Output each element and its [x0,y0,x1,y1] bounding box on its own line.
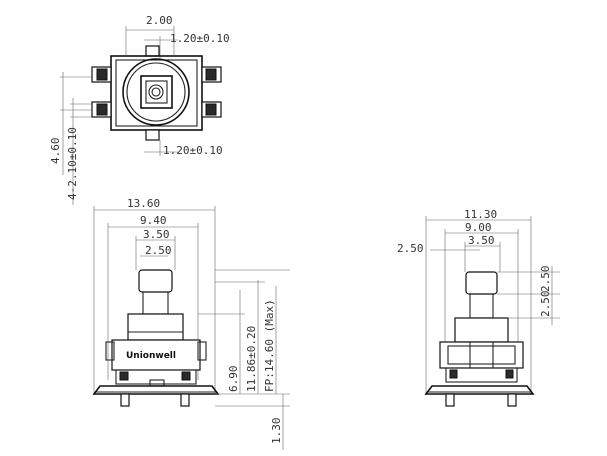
brand-label: Unionwell [126,351,176,361]
side-pin-right [507,393,517,407]
side-stem-shaft [469,293,494,319]
front-dim-1-30: 1.30 [270,418,283,445]
front-dim-13-60: 13.60 [127,197,160,210]
front-dim-2-50: 2.50 [145,244,172,257]
top-pin-lower [145,129,160,141]
side-dim-2-50-left: 2.50 [397,242,424,255]
front-dim-11-86: 11.86±0.20 [245,326,258,392]
side-pin-left [445,393,455,407]
front-dim-3-50: 3.50 [143,228,170,241]
front-view: 13.60 9.40 3.50 2.50 Unionwell [92,197,290,450]
side-dim-11-30: 11.30 [464,208,497,221]
front-stem-cap [138,269,173,293]
front-body-main [111,339,201,371]
top-dim-4-60: 4.60 [49,138,62,165]
side-dim-2-50-bottom: 2.50 [539,291,552,318]
front-base-plate [92,385,220,395]
top-dim-1-20-lower: 1.20±0.10 [163,144,223,157]
side-body-upper [454,317,509,343]
side-dim-9-00: 9.00 [465,221,492,234]
front-dim-fp: FP:14.60 (Max) [263,299,276,392]
actuator-ring-outer [122,58,190,126]
top-view: 2.00 1.20±0.10 1.20±0.10 [49,14,230,205]
top-dim-2-00: 2.00 [146,14,173,27]
side-dim-2-50-top: 2.50 [539,266,552,293]
top-dim-4-2-10: 4-2.10±0.10 [66,127,79,200]
top-pin-upper [145,45,160,57]
front-body-upper [127,313,184,341]
front-pin-left [120,393,130,407]
side-stem-cap [465,271,498,295]
side-base-plate [424,385,535,395]
front-stem-shaft [142,291,169,315]
actuator-square [140,75,173,109]
side-view: 11.30 9.00 3.50 2.50 2.50 2.50 [397,208,560,407]
top-dim-1-20-upper: 1.20±0.10 [170,32,230,45]
side-dim-3-50: 3.50 [468,234,495,247]
front-pin-right [180,393,190,407]
front-dim-9-40: 9.40 [140,214,167,227]
front-dim-6-90: 6.90 [227,366,240,393]
